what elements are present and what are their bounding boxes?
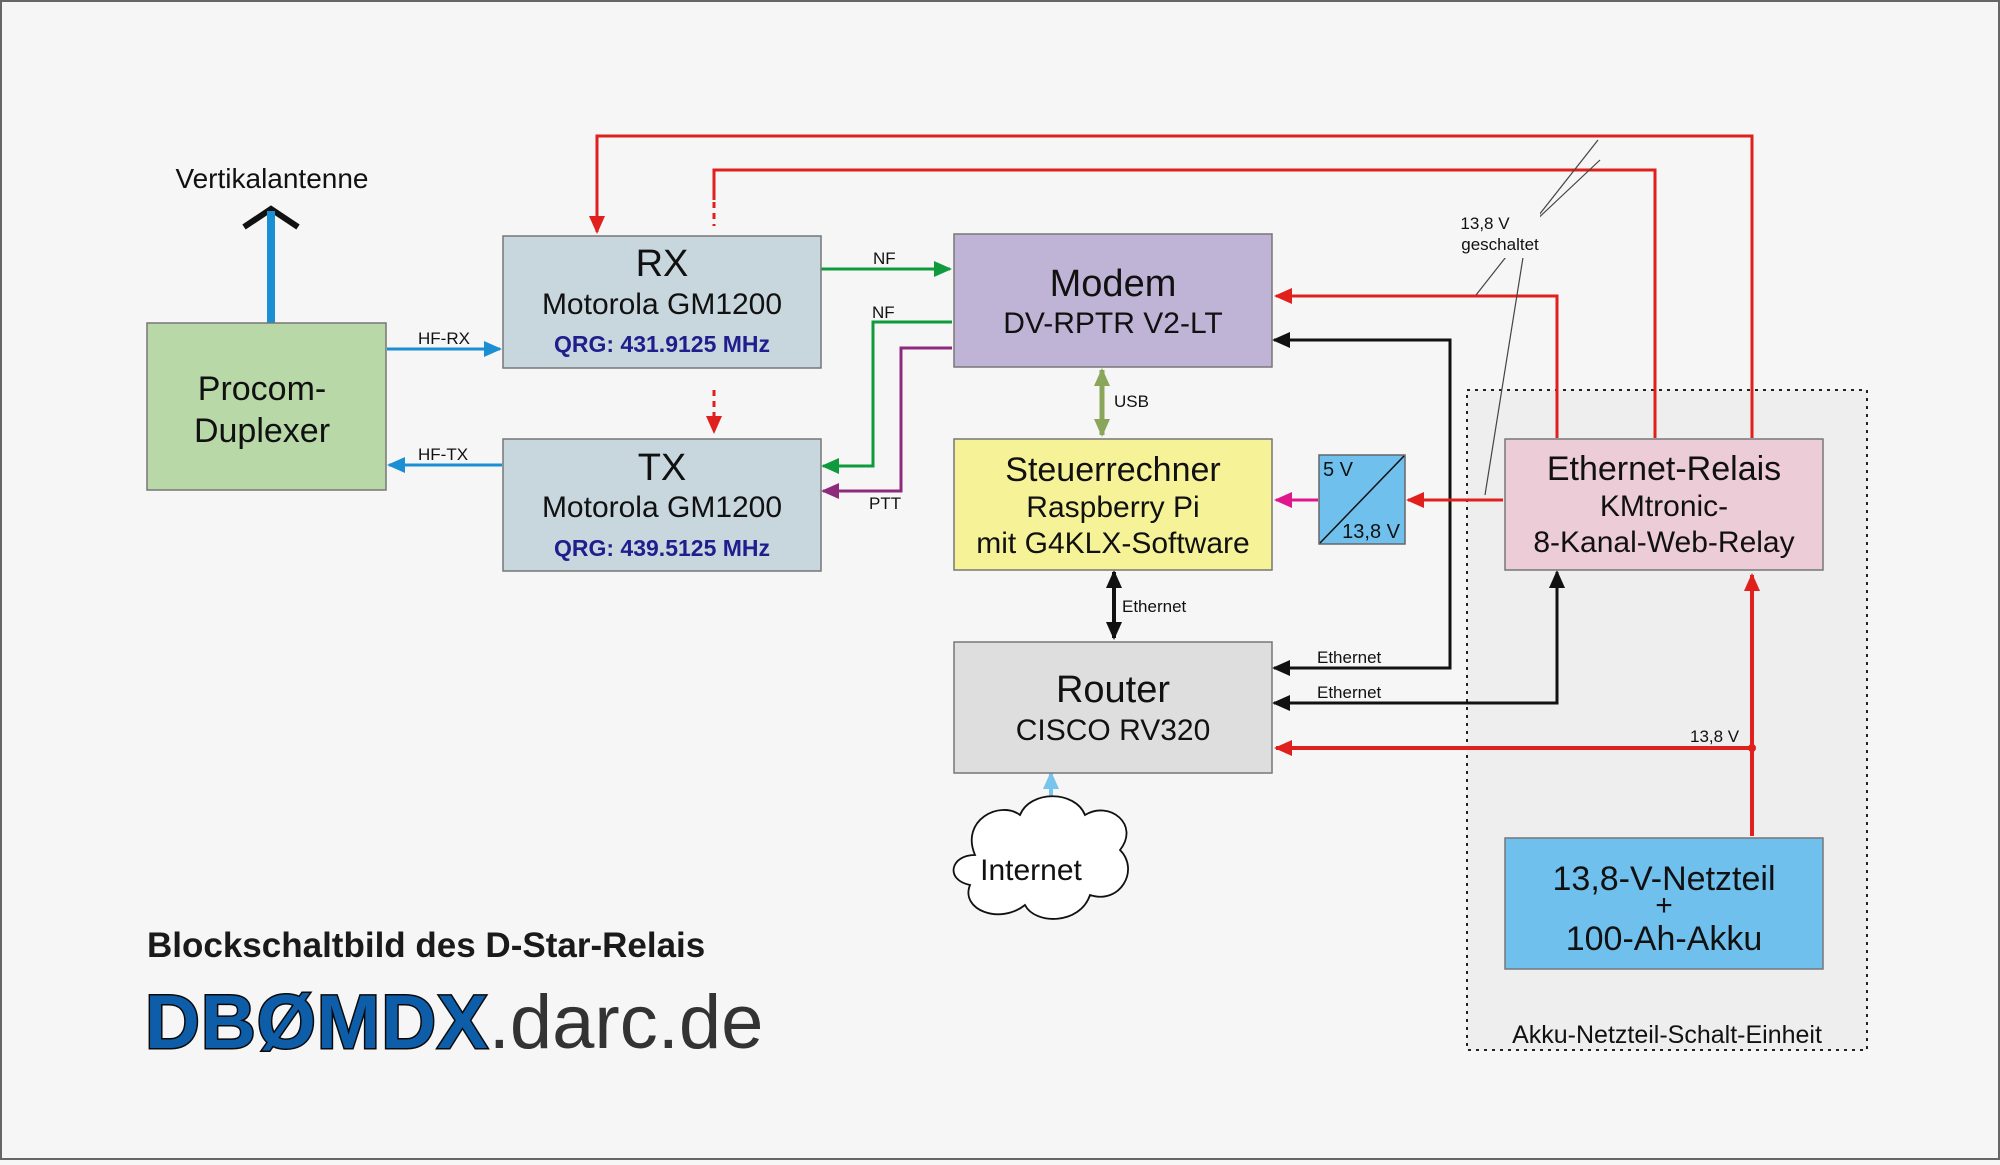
router-model: CISCO RV320 (1016, 714, 1211, 747)
steuerrechner-line3: mit G4KLX-Software (976, 527, 1249, 560)
relais-line2: KMtronic- (1600, 490, 1728, 523)
steuerrechner-block: Steuerrechner Raspberry Pi mit G4KLX-Sof… (953, 438, 1273, 571)
connections: HF-RX HF-TX NF NF PTT USB Ethernet Ether… (387, 134, 1760, 848)
ethernet-modem-label: Ethernet (1317, 648, 1382, 667)
steuerrechner-title: Steuerrechner (1005, 451, 1220, 489)
tx-model: Motorola GM1200 (542, 491, 782, 524)
footer: Blockschaltbild des D-Star-Relais DBØMDX… (144, 926, 764, 1067)
power-junction-dot (1748, 744, 1756, 752)
power-unit-label: Akku-Netzteil-Schalt-Einheit (1512, 1021, 1822, 1049)
modem-title: Modem (1050, 263, 1177, 305)
modem-model: DV-RPTR V2-LT (1003, 307, 1222, 340)
router-block: Router CISCO RV320 (953, 641, 1273, 774)
converter-block: 5 V 13,8 V (1318, 454, 1406, 545)
steuerrechner-line2: Raspberry Pi (1026, 491, 1199, 524)
converter-bottom-label: 13,8 V (1342, 521, 1400, 543)
relais-block: Ethernet-Relais KMtronic- 8-Kanal-Web-Re… (1504, 438, 1824, 571)
antenna-label: Vertikalantenne (175, 163, 368, 194)
rx-block: RX Motorola GM1200 QRG: 431.9125 MHz (502, 235, 822, 369)
callout-label-bg (1450, 212, 1540, 258)
tx-qrg: QRG: 439.5125 MHz (554, 535, 770, 561)
usb-label: USB (1114, 392, 1149, 411)
router-title: Router (1056, 669, 1170, 711)
netzteil-block: 13,8-V-Netzteil + 100-Ah-Akku (1504, 837, 1824, 970)
relais-title: Ethernet-Relais (1547, 450, 1781, 488)
switched-power-rx-line (589, 134, 1754, 438)
brand-domain: .darc.de (489, 980, 764, 1065)
ptt-label: PTT (869, 494, 901, 513)
power-router-label: 13,8 V (1690, 727, 1740, 746)
modem-block: Modem DV-RPTR V2-LT (953, 233, 1273, 368)
netzteil-line2: + (1655, 889, 1673, 922)
switched-label-2: geschaltet (1461, 235, 1539, 254)
brand-logo: DBØMDX.darc.de (145, 980, 763, 1065)
antenna-icon (242, 205, 300, 230)
internet-label: Internet (980, 854, 1082, 887)
ethernet-relais-label: Ethernet (1317, 683, 1382, 702)
duplexer-block: Procom- Duplexer (146, 322, 387, 491)
antenna: Vertikalantenne (175, 163, 369, 323)
callout-line-3 (1484, 244, 1526, 496)
netzteil-line1: 13,8-V-Netzteil (1553, 860, 1776, 898)
rx-title: RX (636, 243, 689, 285)
rx-qrg: QRG: 431.9125 MHz (554, 331, 770, 357)
tx-title: TX (638, 447, 687, 489)
tx-block: TX Motorola GM1200 QRG: 439.5125 MHz (502, 438, 822, 572)
brand-callsign: DBØMDX (145, 980, 489, 1065)
duplexer-line2: Duplexer (194, 412, 330, 450)
hf-rx-label: HF-RX (418, 329, 470, 348)
rx-model: Motorola GM1200 (542, 288, 782, 321)
diagram-title: Blockschaltbild des D-Star-Relais (147, 926, 705, 965)
converter-top-label: 5 V (1323, 459, 1354, 481)
ethernet-relais-line (1272, 570, 1565, 711)
netzteil-line3: 100-Ah-Akku (1566, 920, 1763, 958)
relais-line3: 8-Kanal-Web-Relay (1533, 526, 1794, 559)
nf-rx-label: NF (873, 249, 896, 268)
nf-tx-label: NF (872, 303, 895, 322)
switched-power-tx-line (712, 168, 1657, 438)
converter-diagonal (1319, 455, 1405, 544)
switched-power-modem-line (1274, 288, 1559, 438)
nf-tx-line (821, 320, 952, 474)
ethernet-pi-label: Ethernet (1122, 597, 1187, 616)
switched-label-1: 13,8 V (1460, 214, 1510, 233)
internet-cloud: Internet (952, 795, 1129, 920)
duplexer-line1: Procom- (198, 370, 326, 408)
ptt-line (821, 346, 952, 499)
hf-tx-label: HF-TX (418, 445, 468, 464)
